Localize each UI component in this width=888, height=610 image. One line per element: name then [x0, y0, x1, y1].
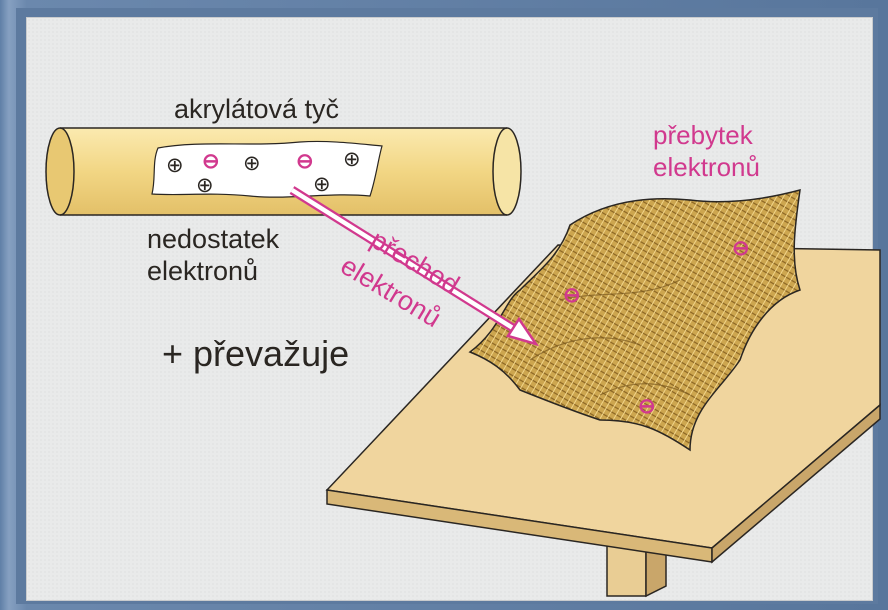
positive-charge-1: ⊕ — [166, 155, 184, 176]
deficit-label-line2: elektronů — [147, 258, 258, 285]
positive-charge-3: ⊕ — [343, 149, 361, 170]
rod-label: akrylátová tyč — [174, 96, 339, 123]
dominates-label: + převažuje — [162, 336, 349, 372]
surplus-label-line2: elektronů — [653, 154, 760, 180]
cloth-negative-charge-1: ⊖ — [732, 238, 750, 259]
negative-charge-2: ⊖ — [296, 151, 314, 172]
positive-charge-2: ⊕ — [243, 153, 261, 174]
acrylic-rod — [46, 128, 521, 215]
deficit-label-line1: nedostatek — [147, 226, 279, 253]
surplus-label-line1: přebytek — [653, 122, 753, 148]
negative-charge-1: ⊖ — [202, 151, 220, 172]
positive-charge-4: ⊕ — [196, 175, 214, 196]
cloth-negative-charge-3: ⊖ — [638, 396, 656, 417]
cloth-negative-charge-2: ⊖ — [563, 285, 581, 306]
positive-charge-5: ⊕ — [313, 174, 331, 195]
